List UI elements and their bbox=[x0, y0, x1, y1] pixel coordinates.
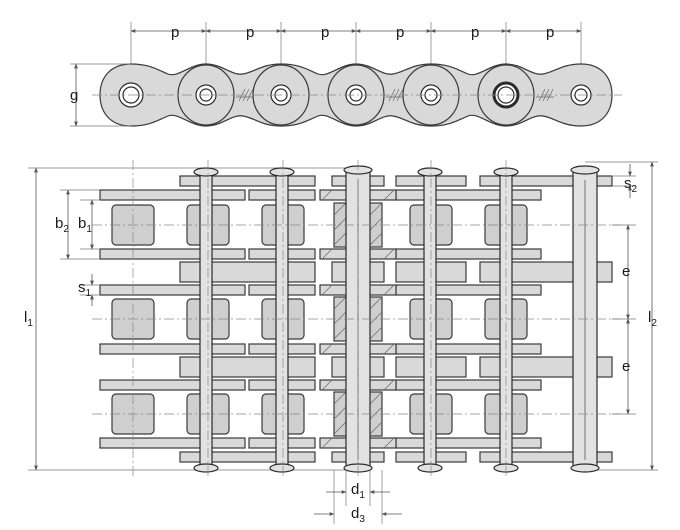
pin-diameter-label: d1 bbox=[351, 481, 365, 501]
width-dimensions bbox=[60, 189, 100, 306]
bushing-diameter-label: d3 bbox=[351, 505, 365, 525]
pitch-label: p bbox=[546, 24, 554, 41]
outer-plate-thickness-label: s2 bbox=[624, 175, 638, 195]
height-dimension bbox=[70, 63, 131, 127]
inner-width-label: b1 bbox=[78, 215, 92, 235]
pin-holes bbox=[118, 81, 592, 109]
length-l2-label: l2 bbox=[648, 309, 657, 329]
length-l1-label: l1 bbox=[24, 309, 33, 329]
outer-plate-thickness-dimension bbox=[612, 164, 636, 198]
pins bbox=[193, 165, 600, 473]
pitch-label: p bbox=[171, 24, 179, 41]
chain-plan-view: l1 l2 bbox=[24, 160, 658, 525]
inner-plate-thickness-label: s1 bbox=[78, 279, 92, 299]
chain-side-view: p p p p p p bbox=[70, 22, 622, 127]
pitch-label: p bbox=[396, 24, 404, 41]
transverse-pitch-label: e bbox=[622, 263, 630, 280]
strand-centerlines bbox=[92, 160, 620, 478]
pitch-label: p bbox=[246, 24, 254, 41]
pitch-label: p bbox=[471, 24, 479, 41]
overall-length-extensions bbox=[28, 161, 658, 471]
transverse-pitch-dimensions bbox=[612, 224, 636, 415]
diameter-dimensions bbox=[314, 470, 402, 524]
rollers bbox=[111, 204, 528, 435]
pitch-label: p bbox=[321, 24, 329, 41]
height-label: g bbox=[70, 87, 78, 104]
outer-width-label: b2 bbox=[55, 215, 69, 235]
transverse-pitch-label: e bbox=[622, 358, 630, 375]
